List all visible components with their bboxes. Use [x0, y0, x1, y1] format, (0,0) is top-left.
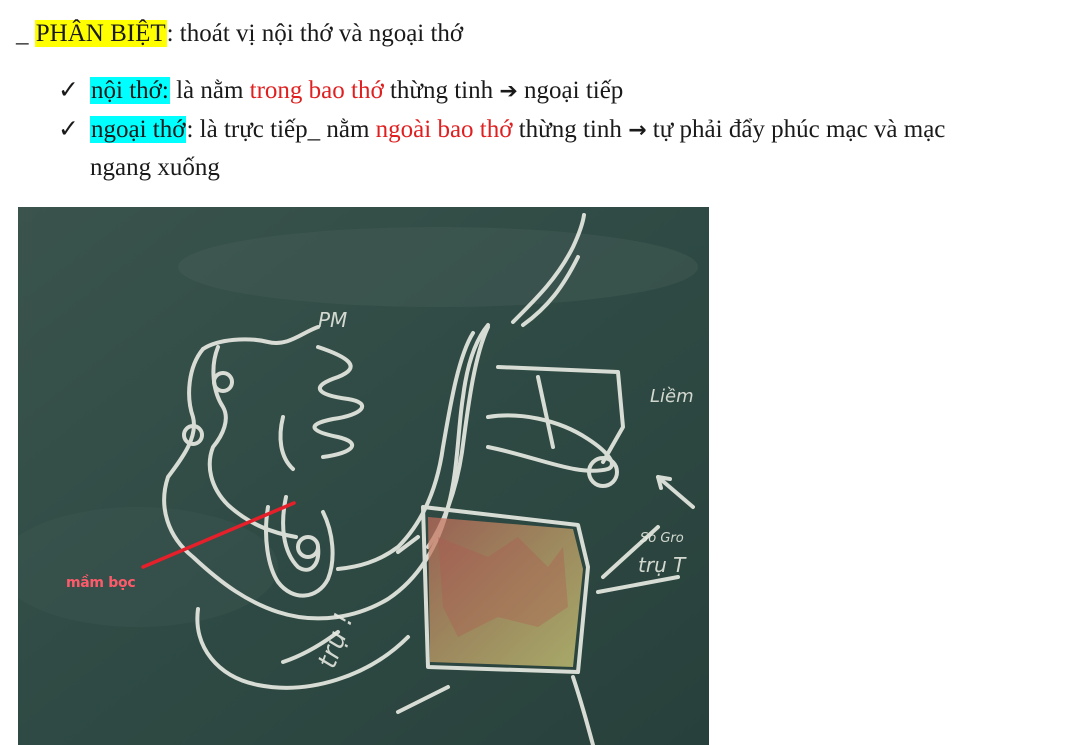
connector-stroke: [396, 535, 420, 554]
shaded-region-detail: [438, 537, 568, 637]
chalk-labels: PM trụ ! Liềm trụ T So Gro: [312, 308, 693, 672]
right-arrow-icon: ➔: [499, 79, 518, 104]
lower-curve-stroke: [195, 607, 410, 690]
chalk-strokes: [162, 213, 695, 745]
bullet-text: : là trực tiếp_ nằm: [186, 116, 376, 143]
sac-top-stroke: [201, 325, 320, 351]
pointer-stroke: [601, 525, 660, 579]
region-outline-stroke: [421, 505, 590, 674]
node-circle: [296, 535, 320, 559]
right-arrow-icon: →: [628, 118, 647, 143]
bullet-term: nội thớ:: [90, 77, 170, 104]
bullet-text: ngoại tiếp: [517, 77, 624, 104]
checkmark-icon: ✓: [58, 77, 79, 104]
pouch-inner-stroke: [281, 495, 321, 572]
bullet-text: thừng tinh: [512, 116, 629, 143]
line-stroke: [536, 375, 555, 449]
pointer-stroke: [396, 685, 450, 714]
tail-stroke: [571, 675, 595, 745]
checkmark-icon: ✓: [58, 116, 79, 143]
box-stroke: [496, 365, 625, 464]
bullet-text: là nằm: [169, 77, 250, 104]
chalkboard-figure: PM trụ ! Liềm trụ T So Gro: [18, 207, 709, 745]
pointer-stroke: [596, 575, 680, 594]
chalk-label-right-small: So Gro: [640, 531, 684, 546]
annotation-label: mầm bọc: [66, 575, 136, 591]
heading-rest: : thoát vị nội thớ và ngoại thớ: [166, 20, 464, 47]
pointer-stroke: [656, 475, 695, 509]
annotation-pointer-line: [141, 501, 296, 569]
bullet-term: ngoại thớ: [90, 116, 187, 143]
bullet-red-text: trong bao thớ: [249, 77, 384, 104]
chalkboard-drawing: PM trụ ! Liềm trụ T So Gro: [18, 207, 709, 745]
cord-outer-stroke: [336, 331, 475, 571]
bowel-zigzag-stroke: [312, 345, 364, 459]
pouch-stroke: [264, 505, 335, 598]
chalk-label-right-mid: trụ T: [638, 553, 687, 577]
shaded-region: [428, 517, 583, 667]
bullet-continuation: ngang xuống: [90, 154, 220, 181]
bullet-noi-tho: ✓ nội thớ: là nằm trong bao thớ thừng tin…: [58, 73, 623, 110]
smudge: [178, 227, 698, 307]
heading-highlight: PHÂN BIỆT: [34, 20, 167, 47]
bottom-stroke: [281, 630, 340, 664]
bullet-ngoai-tho: ✓ ngoại thớ: là trực tiếp_ nằm ngoài bao …: [58, 112, 945, 149]
chalk-label-pm: PM: [318, 308, 347, 332]
heading-line: _ PHÂN BIỆT: thoát vị nội thớ và ngoại t…: [16, 18, 463, 50]
bullet-text: thừng tinh: [383, 77, 500, 104]
bowel-loop-stroke: [278, 415, 295, 471]
heading-prefix: _: [16, 20, 35, 47]
board-background: [18, 207, 709, 745]
bullet-red-text: ngoài bao thớ: [375, 116, 513, 143]
spike-inner-stroke: [521, 255, 580, 327]
bullet-text: tự phải đẩy phúc mạc và mạc: [646, 116, 946, 143]
chalk-label-right-top: Liềm: [650, 386, 694, 407]
node-circle: [182, 424, 204, 446]
spike-stroke: [511, 213, 586, 324]
arrowhead-stroke: [656, 475, 672, 490]
node-circle: [212, 371, 234, 393]
